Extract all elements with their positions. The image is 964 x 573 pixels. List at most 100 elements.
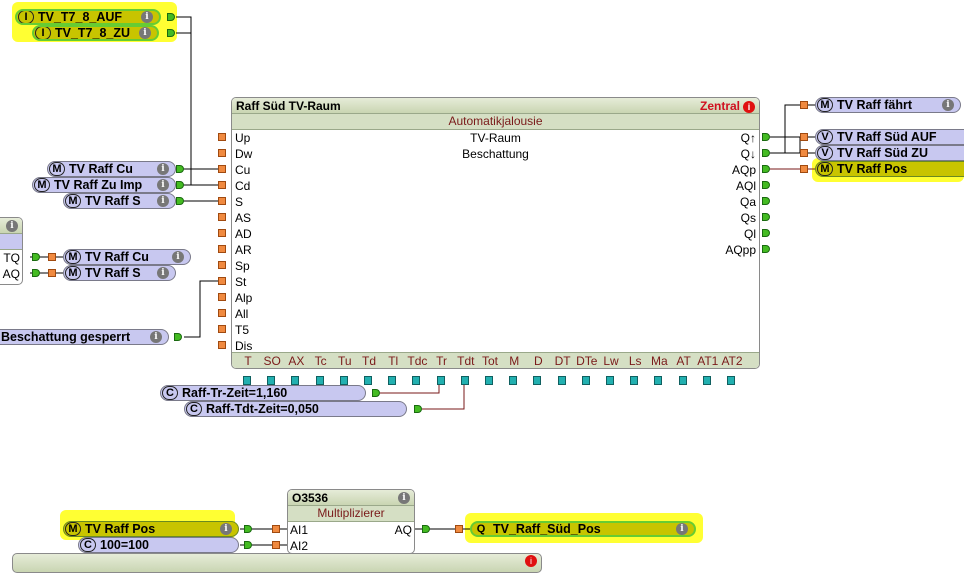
param-port[interactable] [364,376,372,385]
info-icon[interactable]: i [676,523,688,535]
output-port[interactable] [176,165,184,173]
param-port[interactable] [388,376,397,385]
param-port[interactable] [606,376,614,385]
input-port[interactable] [800,133,808,141]
param-port[interactable] [678,376,687,385]
info-icon[interactable]: i [942,99,954,111]
param-port[interactable] [557,376,566,385]
param-port[interactable] [291,376,300,385]
partial-block[interactable]: i [12,553,542,573]
output-port[interactable] [174,333,182,341]
input-port[interactable] [218,229,226,237]
info-icon[interactable]: i [157,267,169,279]
input-port[interactable] [48,269,56,277]
output-port[interactable] [762,229,770,237]
param-port[interactable] [460,376,469,385]
input-port[interactable] [800,101,808,109]
param-port[interactable] [243,376,251,385]
input-port[interactable] [218,213,226,221]
param-port[interactable] [436,376,445,385]
output-port[interactable] [762,181,770,189]
info-icon[interactable]: i [157,195,169,207]
input-port[interactable] [218,197,226,205]
output-port[interactable] [176,197,184,205]
input-port[interactable] [48,253,56,261]
output-port[interactable] [167,13,175,21]
param-port[interactable] [412,376,421,385]
output-port[interactable] [244,541,252,549]
output-port[interactable] [762,149,770,157]
output-port[interactable] [176,181,184,189]
input-port[interactable] [218,309,226,317]
param-port[interactable] [630,376,639,385]
param-port[interactable] [727,376,735,385]
input-port[interactable] [218,165,226,173]
input-port[interactable] [218,261,226,269]
input-port[interactable] [218,277,226,285]
info-icon[interactable]: i [139,27,151,39]
output-port[interactable] [762,133,770,141]
output-port[interactable] [244,525,252,533]
info-icon[interactable]: i [141,11,153,23]
input-port[interactable] [218,325,226,333]
info-icon[interactable]: i [157,179,169,191]
input-port[interactable] [800,165,808,173]
input-port[interactable] [800,149,808,157]
info-icon[interactable]: i [157,163,169,175]
info-icon[interactable]: i [6,219,18,232]
info-icon[interactable]: i [525,555,537,567]
output-port[interactable] [32,269,40,277]
output-port[interactable] [32,253,40,261]
param-port[interactable] [533,376,542,385]
output-port[interactable] [414,405,422,413]
info-icon[interactable]: i [172,251,184,263]
output-port[interactable] [167,29,175,37]
output-port[interactable] [762,197,770,205]
param-port[interactable] [581,376,590,385]
param-port[interactable] [509,376,518,385]
input-port[interactable] [218,293,226,301]
input-port[interactable] [218,245,226,253]
output-port[interactable] [422,525,430,533]
input-port[interactable] [218,341,226,349]
input-port[interactable] [218,149,226,157]
param-port[interactable] [485,376,493,385]
input-port[interactable] [272,541,280,549]
output-port[interactable] [762,245,770,253]
param-port[interactable] [339,376,348,385]
input-port[interactable] [218,181,226,189]
param-port[interactable] [315,376,324,385]
param-port[interactable] [654,376,663,385]
output-port[interactable] [762,213,770,221]
input-port[interactable] [218,133,226,141]
info-icon[interactable]: i [743,100,755,113]
param-port[interactable] [267,376,276,385]
info-icon[interactable]: i [150,331,162,343]
param-port[interactable] [702,376,711,385]
output-port[interactable] [372,389,380,397]
info-icon[interactable]: i [220,523,232,535]
output-port[interactable] [762,165,770,173]
info-icon[interactable]: i [398,491,410,504]
left-block[interactable]: i TQ AQ [0,217,23,285]
input-port[interactable] [272,525,280,533]
input-port[interactable] [455,525,463,533]
